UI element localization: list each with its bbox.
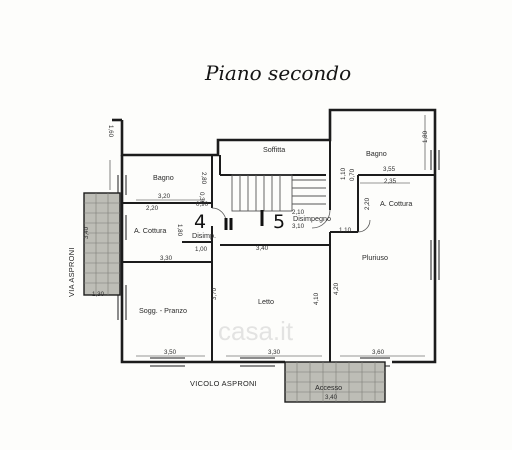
balcony-left bbox=[83, 192, 121, 296]
dim-label: 2,20 bbox=[146, 205, 159, 212]
dim-label: 3,40 bbox=[83, 226, 90, 239]
room-bagno-right: Bagno bbox=[366, 149, 387, 158]
dim-label: 0,70 bbox=[349, 168, 356, 181]
dim-label: 1,10 bbox=[339, 227, 352, 234]
room-disimpegno: Disimpegno bbox=[293, 214, 331, 223]
unit-boundary-marks bbox=[224, 210, 264, 230]
room-accesso: Accesso bbox=[315, 383, 342, 392]
dim-label: 4,10 bbox=[313, 292, 320, 305]
dim-label: 3,10 bbox=[292, 223, 305, 230]
room-soffitta: Soffitta bbox=[263, 145, 285, 154]
room-bagno-left: Bagno bbox=[153, 173, 174, 182]
interior-walls bbox=[122, 140, 435, 362]
dim-label: 3,60 bbox=[372, 349, 385, 356]
room-a-cottura-right: A. Cottura bbox=[380, 199, 412, 208]
dim-label: 3,50 bbox=[164, 349, 177, 356]
room-sogg-pranzo: Sogg. - Pranzo bbox=[139, 306, 187, 315]
dim-label: 2,20 bbox=[364, 197, 371, 210]
dim-label: 3,40 bbox=[256, 245, 269, 252]
dim-label: 1,60 bbox=[107, 125, 114, 138]
dim-label: 1,30 bbox=[92, 291, 105, 298]
watermark: casa.it bbox=[218, 316, 294, 346]
dim-label: 4,20 bbox=[333, 282, 340, 295]
dim-label: 3,55 bbox=[383, 166, 396, 173]
dim-label: 1,00 bbox=[195, 246, 208, 253]
room-a-cottura-left: A. Cottura bbox=[134, 226, 166, 235]
room-letto: Letto bbox=[258, 297, 274, 306]
room-disimp: Disimp. bbox=[192, 231, 216, 240]
dim-label: 1,80 bbox=[422, 130, 429, 143]
dimension-lines bbox=[109, 115, 426, 357]
dim-label: 0,90 bbox=[196, 201, 209, 208]
dim-label: 3,30 bbox=[268, 349, 281, 356]
dim-label: 3,30 bbox=[160, 255, 173, 262]
dim-label: 2,10 bbox=[292, 209, 305, 216]
dim-label: 2,80 bbox=[200, 172, 207, 185]
dim-label: 3,40 bbox=[325, 394, 338, 401]
accesso-landing bbox=[284, 361, 386, 403]
dim-label: 3,70 bbox=[211, 287, 218, 300]
plan-title: Piano secondo bbox=[204, 61, 351, 85]
unit-number-4: 4 bbox=[194, 211, 206, 233]
street-vicolo-asproni: VICOLO ASPRONI bbox=[190, 379, 257, 388]
room-pluriuso: Pluriuso bbox=[362, 253, 388, 262]
dim-label: 2,35 bbox=[384, 178, 397, 185]
dim-label: 1,80 bbox=[176, 224, 183, 237]
dim-label: 1,10 bbox=[340, 167, 347, 180]
unit-number-5: 5 bbox=[273, 211, 285, 233]
dim-label: 3,20 bbox=[158, 193, 171, 200]
street-via-asproni: VIA ASPRONI bbox=[67, 247, 76, 297]
staircase bbox=[231, 174, 326, 212]
dim-label: 0,30 bbox=[198, 192, 205, 205]
